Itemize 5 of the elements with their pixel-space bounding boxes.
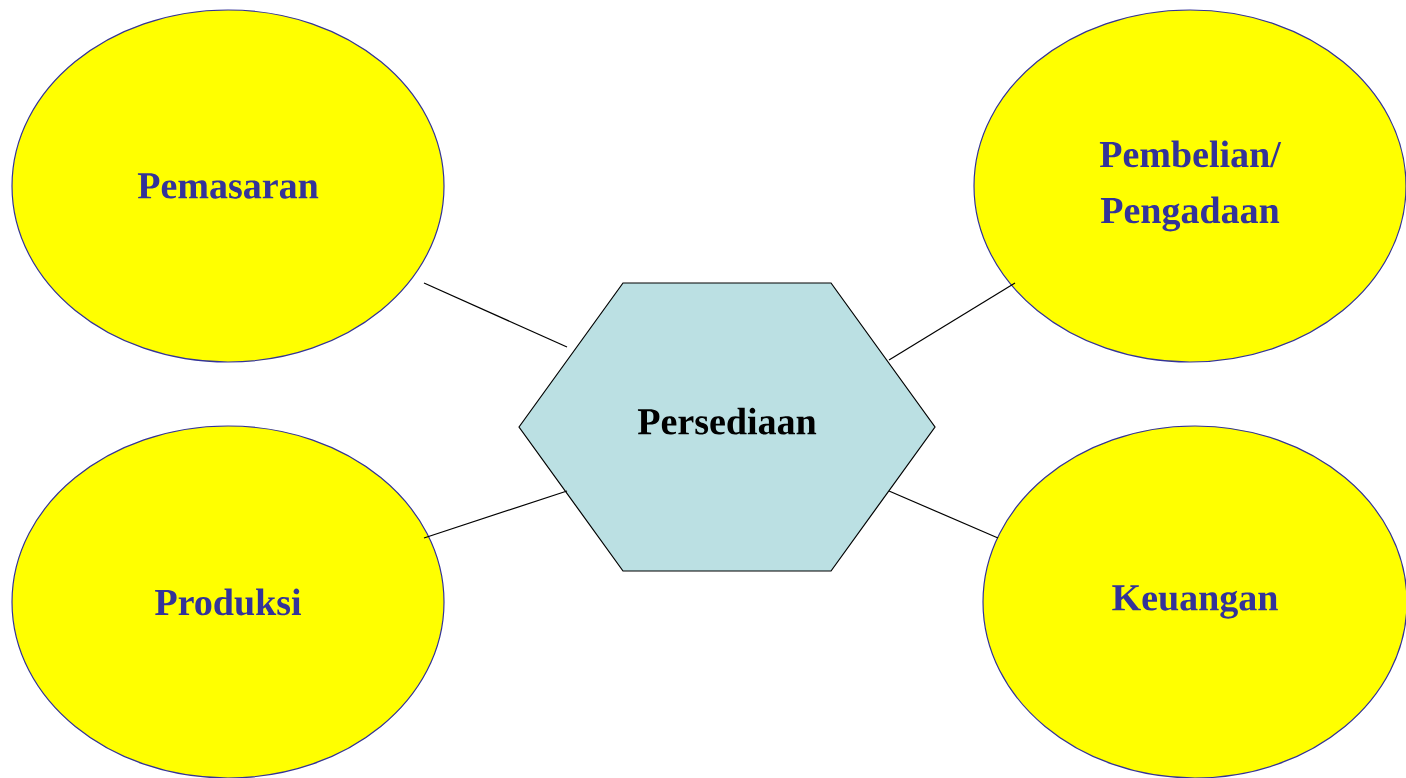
connector-line <box>888 490 999 539</box>
center-hexagon: Persediaan <box>518 282 936 572</box>
connector-line <box>888 282 1016 361</box>
connector-line <box>423 490 568 539</box>
connector-line <box>423 282 568 348</box>
